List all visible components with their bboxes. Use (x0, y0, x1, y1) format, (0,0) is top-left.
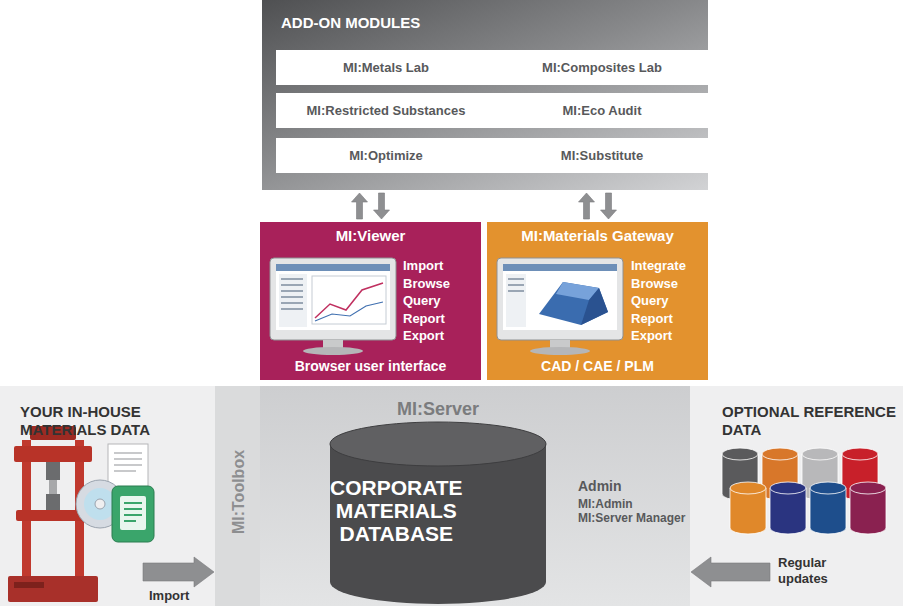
database-label: CORPORATE MATERIALS DATABASE (330, 476, 463, 545)
module-label: MI:Substitute (489, 138, 715, 173)
text-slot: CAD / CAE / PLM (487, 358, 708, 375)
text-slot: MI:Composites Lab (489, 50, 715, 85)
illustration (487, 222, 708, 380)
text-slot: YOUR IN-HOUSE MATERIALS DATA (20, 403, 153, 439)
text-slot: Admin (578, 478, 622, 495)
panel-title: YOUR IN-HOUSE MATERIALS DATA (20, 403, 153, 439)
module-box: MI:Substitute (489, 138, 715, 173)
text-slot: MI:Optimize (276, 138, 496, 173)
text-slot: Integrate Browse Query Report Export (631, 257, 686, 345)
strip-label: MI:Toolbox (228, 450, 247, 534)
module-label: MI:Optimize (276, 138, 496, 173)
box-title: MI:Viewer (260, 227, 481, 245)
text-slot: MI:Viewer (260, 227, 481, 245)
module-box: MI:Metals Lab (276, 50, 496, 85)
text-slot: MI:Materials Gateway (487, 227, 708, 245)
module-box: MI:Composites Lab (489, 50, 715, 85)
toolbox-strip: MI:Toolbox (215, 386, 260, 606)
edge-label: Import (149, 588, 189, 604)
arrow-shape (374, 193, 390, 219)
module-box: MI:Optimize (276, 138, 496, 173)
module-label: MI:Metals Lab (276, 50, 496, 85)
text-slot: MI:Admin MI:Server Manager (578, 497, 689, 525)
database-cylinder: CORPORATE MATERIALS DATABASE (330, 422, 546, 604)
arrow-shape (579, 193, 595, 219)
text-slot: ADD-ON MODULES (281, 14, 420, 32)
module-box: MI:Restricted Substances (276, 93, 496, 128)
text-slot: OPTIONAL REFERENCE DATA (722, 403, 900, 439)
module-label: MI:Restricted Substances (276, 93, 496, 128)
box-footer: CAD / CAE / PLM (487, 358, 708, 375)
text-slot: Browser user interface (260, 358, 481, 375)
module-box: MI:Eco Audit (489, 93, 715, 128)
admin-tools: MI:Admin MI:Server Manager (578, 497, 689, 525)
inhouse-data-panel: YOUR IN-HOUSE MATERIALS DATA (0, 386, 215, 606)
function-list: Import Browse Query Report Export (403, 257, 450, 345)
connector-arrow (579, 193, 617, 219)
panel-title: ADD-ON MODULES (281, 14, 420, 32)
connector-arrow (352, 193, 390, 219)
module-label: MI:Eco Audit (489, 93, 715, 128)
panel-title: MI:Server (330, 398, 546, 420)
text-slot: Import (149, 588, 189, 604)
edge-label: Regular updates (778, 555, 831, 587)
illustration (260, 222, 481, 380)
text-slot: MI:Substitute (489, 138, 715, 173)
module-label: MI:Composites Lab (489, 50, 715, 85)
text-slot: MI:Eco Audit (489, 93, 715, 128)
box-footer: Browser user interface (260, 358, 481, 375)
admin-heading: Admin (578, 478, 622, 495)
text-slot: Import Browse Query Report Export (403, 257, 450, 345)
server-panel: MI:ServerAdminMI:Admin MI:Server Manager… (260, 386, 690, 606)
text-slot: MI:Server (330, 398, 546, 420)
arrow-shape (601, 193, 617, 219)
text-slot: MI:Restricted Substances (276, 93, 496, 128)
text-slot: MI:Metals Lab (276, 50, 496, 85)
text-slot: Regular updates (778, 555, 831, 587)
function-list: Integrate Browse Query Report Export (631, 257, 686, 345)
viewer-box: MI:ViewerImport Browse Query Report Expo… (260, 222, 481, 380)
box-title: MI:Materials Gateway (487, 227, 708, 245)
arrow-shape (352, 193, 368, 219)
panel-title: OPTIONAL REFERENCE DATA (722, 403, 900, 439)
addon-panel: ADD-ON MODULESMI:Metals LabMI:Composites… (262, 0, 708, 190)
gateway-box: MI:Materials GatewayIntegrate Browse Que… (487, 222, 708, 380)
text-slot: CORPORATE MATERIALS DATABASE (330, 476, 546, 545)
